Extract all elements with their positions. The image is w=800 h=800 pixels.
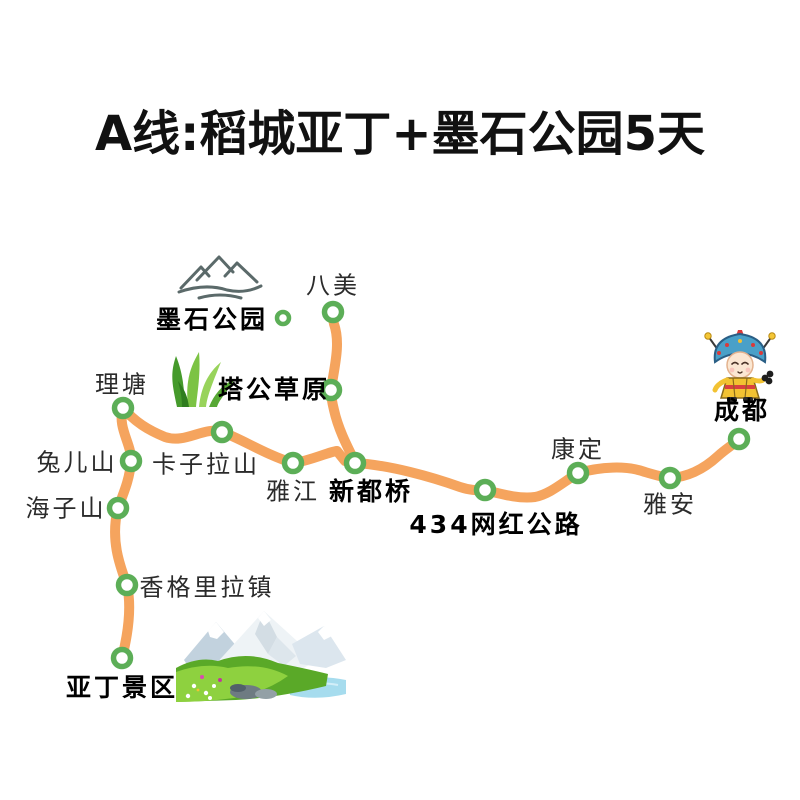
stop-label-xinduqiao: 新都桥 <box>328 477 414 506</box>
stop-label-litang: 理塘 <box>95 370 149 399</box>
marker-moshi-park <box>274 309 292 327</box>
stop-label-tuer: 兔儿山 <box>36 448 118 477</box>
stop-label-moshi-park: 墨石公园 <box>155 305 269 334</box>
stop-label-kangding: 康定 <box>551 435 605 464</box>
marker-yading-area <box>110 646 134 670</box>
stop-label-shangrila: 香格里拉镇 <box>139 573 275 602</box>
marker-434-road <box>473 478 497 502</box>
marker-chengdu <box>727 427 751 451</box>
marker-yajiang <box>281 451 305 475</box>
stop-label-bamei: 八美 <box>306 271 360 300</box>
mountain-lineart-icon <box>177 255 263 300</box>
stop-label-yading: 亚丁景区 <box>65 673 179 702</box>
marker-xinduqiao <box>343 451 367 475</box>
marker-kangding <box>566 461 590 485</box>
marker-kazila-mountain <box>210 420 234 444</box>
marker-haizi-mountain <box>106 496 130 520</box>
page-title: A线:稻城亚丁+墨石公园5天 <box>95 106 705 162</box>
stop-label-kazila: 卡子拉山 <box>152 450 260 479</box>
stop-label-yaan: 雅安 <box>643 490 697 519</box>
stop-label-yajiang: 雅江 <box>266 477 320 506</box>
marker-litang <box>111 396 135 420</box>
snow-mountain-illustration <box>176 611 346 702</box>
marker-yaan <box>658 466 682 490</box>
marker-shangrila-town <box>115 573 139 597</box>
marker-bamei <box>321 300 345 324</box>
stop-label-434-road: 434网红公路 <box>409 510 583 539</box>
stop-label-haizi: 海子山 <box>25 494 107 523</box>
marker-tagong-grassland <box>319 378 343 402</box>
opera-figure-icon <box>704 330 776 402</box>
stop-label-chengdu: 成都 <box>713 396 771 425</box>
grass-icon <box>172 352 235 407</box>
marker-tuer-mountain <box>119 449 143 473</box>
stop-label-tagong: 塔公草原 <box>217 375 331 404</box>
route-line-main <box>110 403 744 663</box>
